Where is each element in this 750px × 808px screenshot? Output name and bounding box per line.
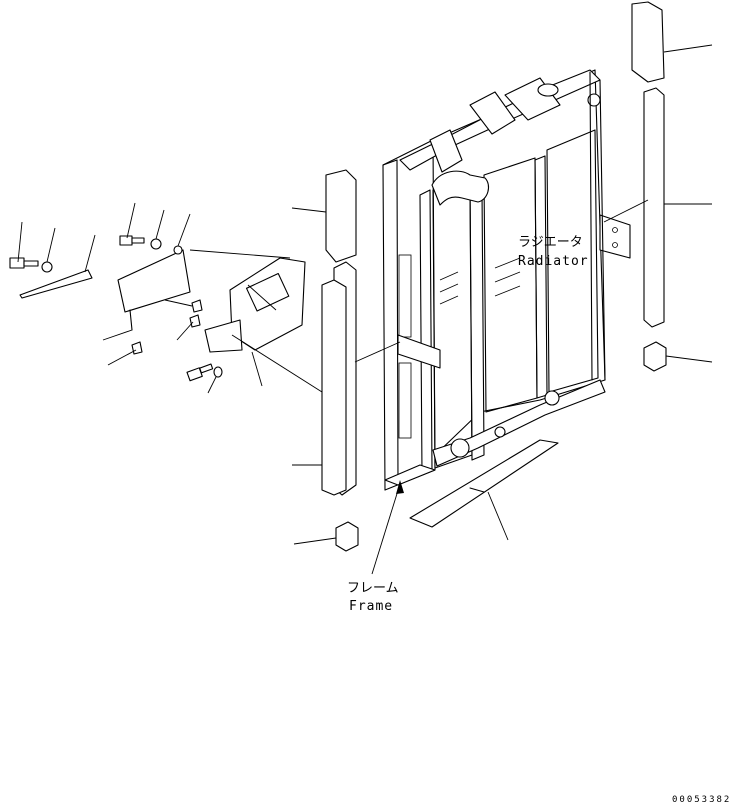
radiator-assembly	[382, 69, 631, 491]
drawing-code: 00053382	[672, 795, 732, 805]
leader-lines	[17, 44, 713, 575]
bolts-and-washers	[9, 235, 223, 382]
frame-label: Frame	[349, 599, 394, 614]
frame-label-jp: フレーム	[347, 581, 399, 596]
rubber-blocks	[335, 341, 667, 552]
seal-strips	[321, 1, 665, 528]
radiator-label-jp: ラジエータ	[518, 235, 583, 250]
radiator-label: Radiator	[518, 254, 589, 269]
bracket-parts	[19, 249, 306, 353]
